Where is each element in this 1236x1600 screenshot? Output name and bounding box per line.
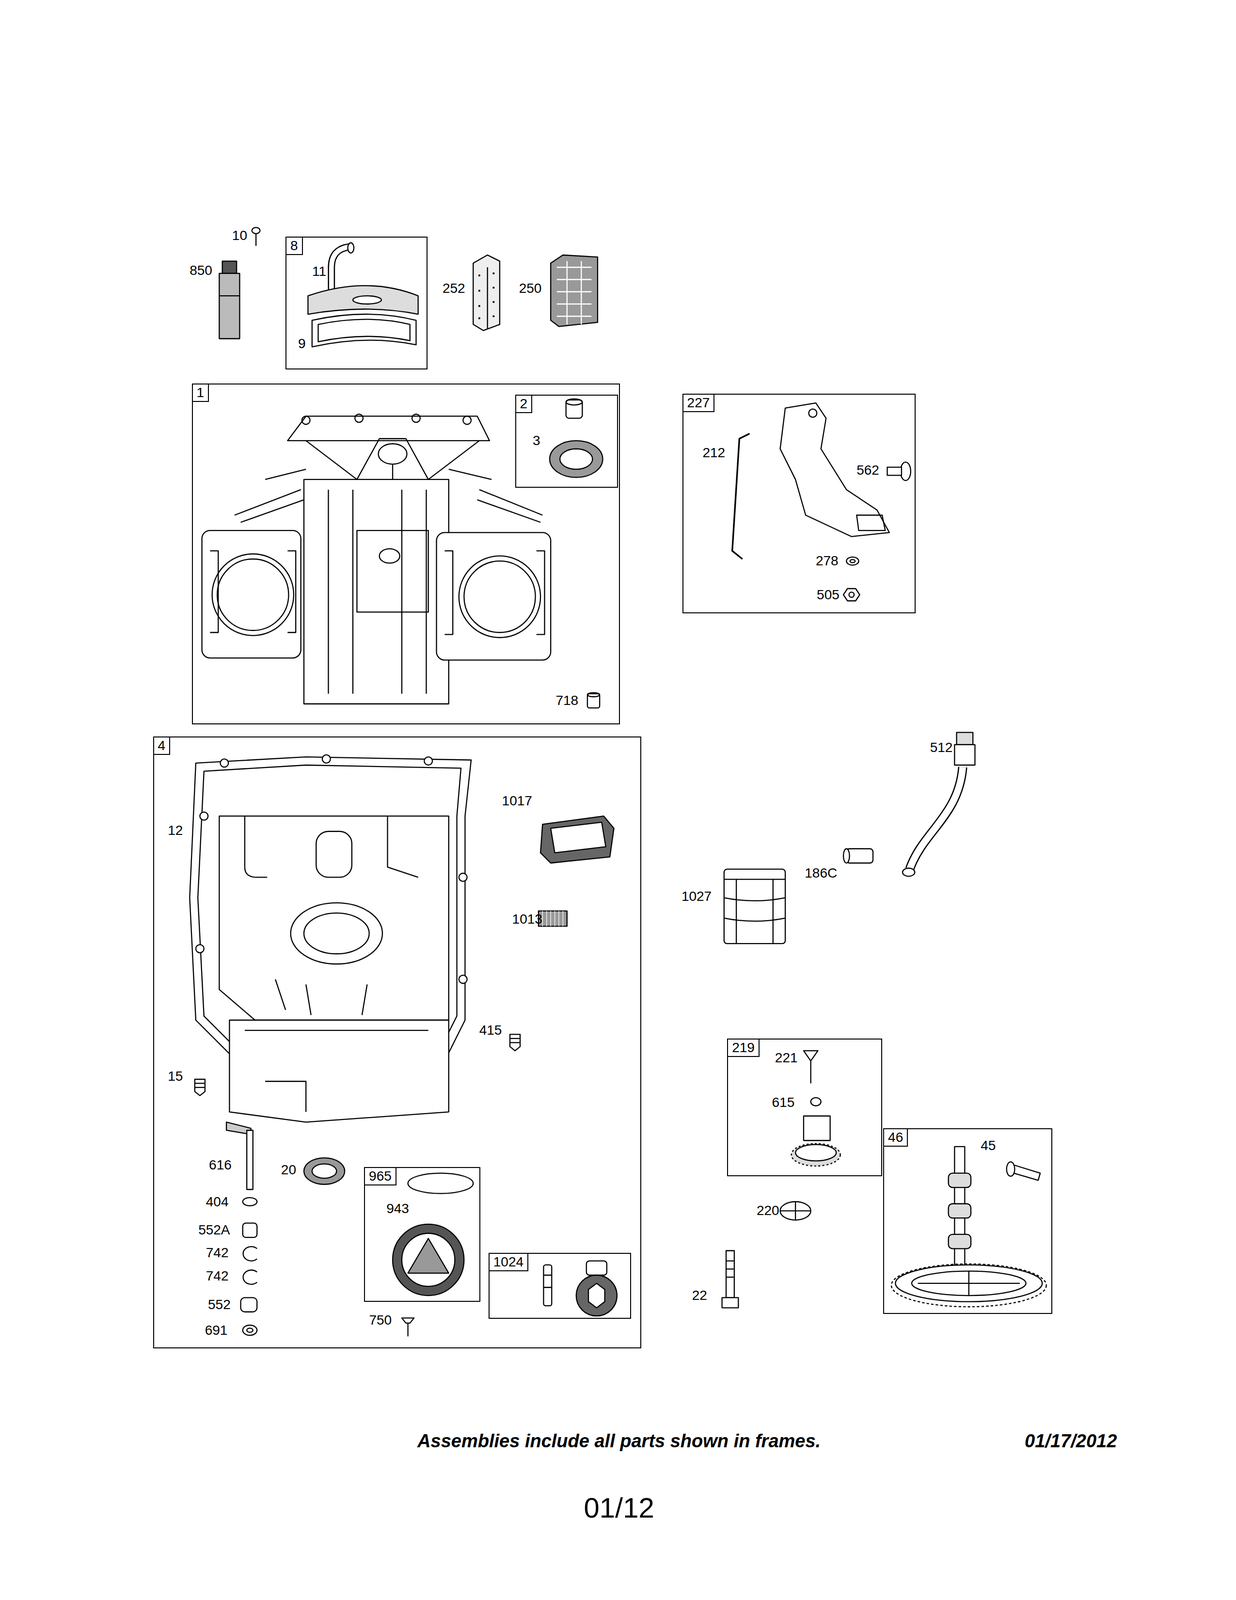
assembly-frame: 23: [515, 394, 619, 488]
callout-number: 186C: [804, 865, 838, 881]
callout-number: 1027: [681, 888, 712, 904]
callout-number: 615: [772, 1094, 795, 1110]
frame-number: 1: [192, 384, 210, 402]
frame-number: 2: [516, 395, 533, 413]
callout-number: 22: [692, 1287, 708, 1303]
frame-number: 219: [728, 1039, 760, 1057]
assembly-frame: 4 12 1017 1013 415 15 616 20 404 552A 742 742 552 691…: [153, 736, 642, 1348]
callout-number: 742: [206, 1244, 229, 1260]
callout-number: 404: [206, 1193, 229, 1209]
callout-number: 15: [167, 1068, 183, 1084]
callout-number: 250: [519, 281, 542, 297]
assembly-frame: 171823: [191, 383, 621, 725]
callout-number: 850: [189, 262, 213, 278]
callout-number: 552A: [198, 1222, 230, 1238]
callout-number: 943: [386, 1201, 410, 1217]
callout-number: 3: [532, 433, 541, 449]
callout-number: 221: [775, 1049, 798, 1065]
callout-number: 10: [232, 228, 248, 244]
callout-number: 278: [815, 553, 839, 569]
callout-number: 45: [980, 1137, 996, 1153]
frame-number: 46: [884, 1128, 908, 1147]
callout-number: 505: [816, 586, 840, 603]
assembly-frame: 219 221 615: [727, 1038, 883, 1176]
callout-number: 220: [756, 1203, 780, 1219]
assembly-frame: 965 943: [364, 1166, 481, 1302]
callout-number: 20: [281, 1162, 297, 1178]
callout-number: 750: [368, 1312, 392, 1328]
callout-number: 252: [442, 281, 466, 297]
frame-number: 8: [286, 237, 303, 255]
assembly-frame: 46 45: [883, 1127, 1053, 1314]
callout-number: 9: [298, 336, 306, 352]
assembly-frame: 8 11 9: [285, 236, 428, 370]
callout-number: 616: [208, 1156, 232, 1173]
callout-number: 12: [167, 822, 183, 838]
frame-number: 4: [154, 737, 171, 755]
callout-number: 11: [312, 263, 327, 279]
callout-number: 212: [702, 445, 726, 461]
footer-note: Assemblies include all parts shown in fr…: [417, 1430, 821, 1452]
assembly-frame: 227 212 562 278 505: [682, 393, 917, 613]
callout-number: 415: [479, 1022, 503, 1038]
assembly-frame: 1024: [488, 1252, 632, 1319]
frame-number: 965: [364, 1167, 397, 1186]
callout-number: 718: [555, 693, 579, 709]
callout-number: 742: [206, 1268, 229, 1284]
frame-number: 1024: [489, 1253, 529, 1271]
callout-number: 691: [205, 1322, 228, 1338]
callout-number: 552: [207, 1297, 231, 1313]
page-number: 01/12: [584, 1491, 655, 1523]
frame-number: 227: [683, 394, 715, 412]
date-stamp: 01/17/2012: [1024, 1430, 1117, 1452]
callout-number: 1013: [512, 911, 543, 927]
callout-number: 1017: [502, 792, 533, 809]
callout-number: 562: [856, 462, 880, 478]
callout-number: 512: [930, 740, 953, 756]
